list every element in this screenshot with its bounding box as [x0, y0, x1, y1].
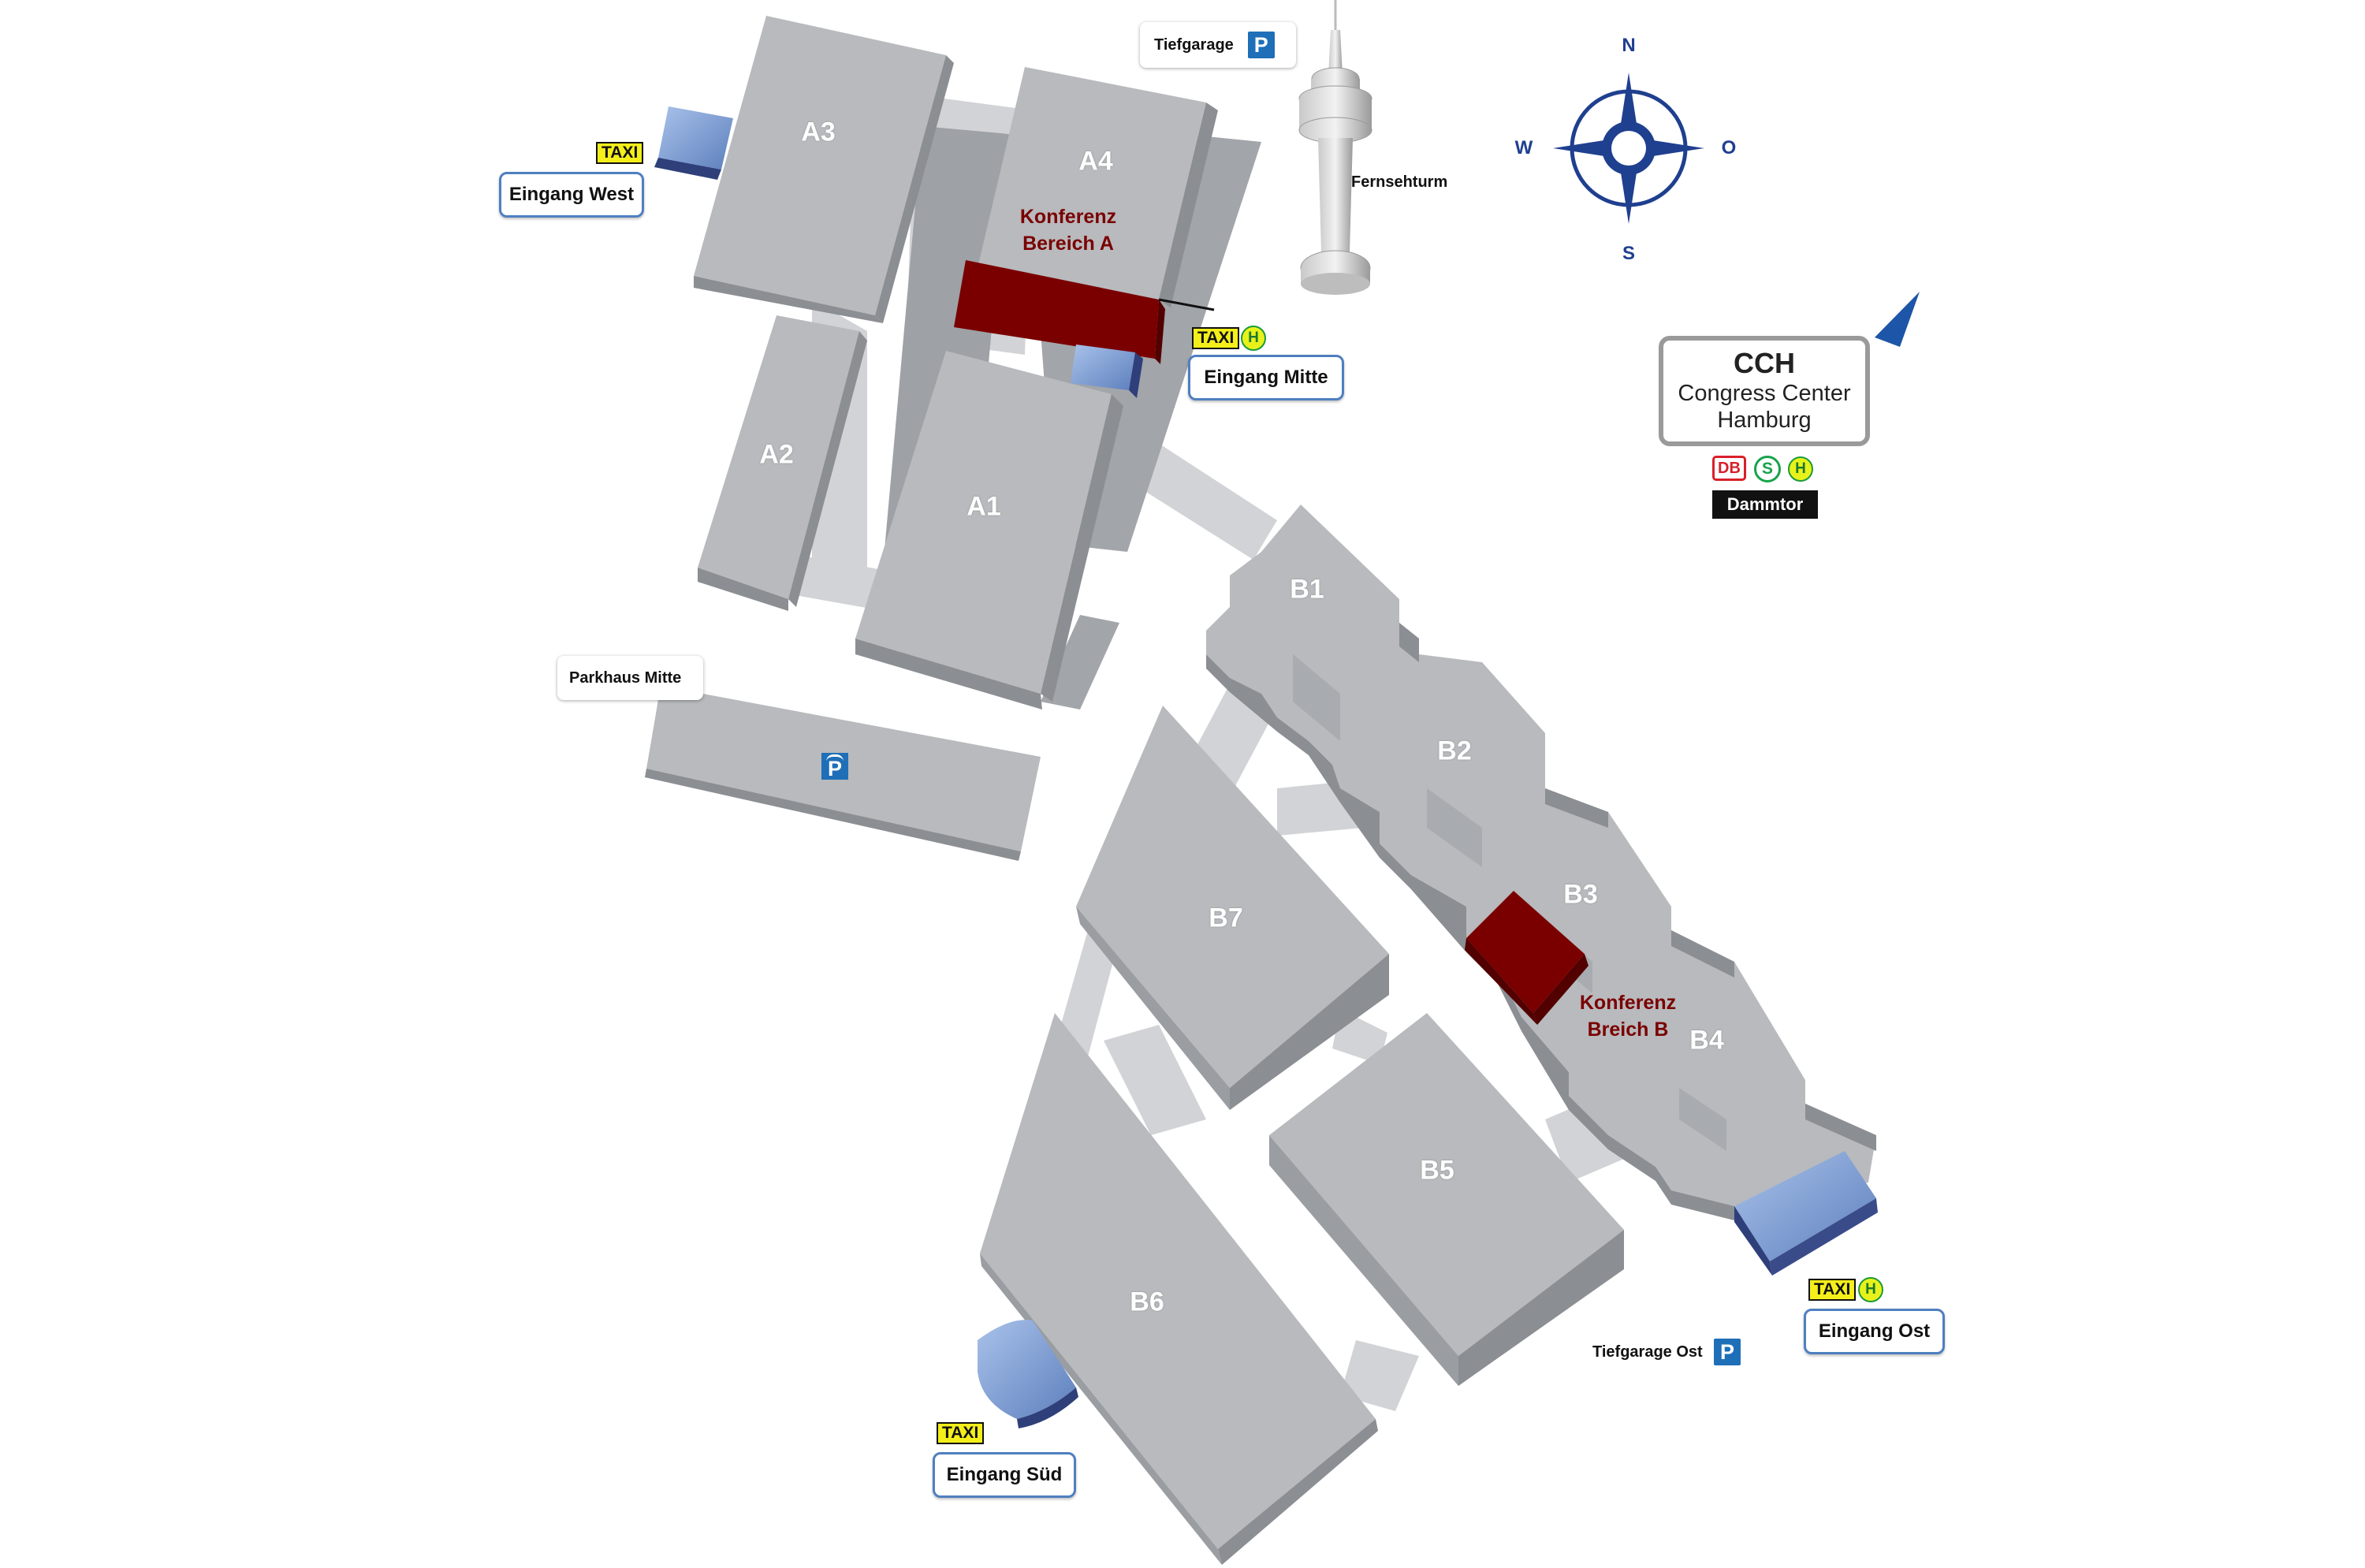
hall-b5[interactable]	[1269, 1013, 1624, 1386]
hall-label-a1: A1	[966, 491, 1001, 522]
bus-stop-mitte-icon: H	[1241, 326, 1266, 351]
cch-abbr: CCH	[1734, 347, 1795, 379]
parking-ost-icon-letter: P	[1719, 1339, 1734, 1364]
entrance-ost-building	[1734, 1151, 1878, 1276]
fernsehturm-illustration	[1298, 0, 1372, 295]
conference-a-line1: Konferenz	[1019, 206, 1117, 228]
bus-stop-ost-icon: H	[1858, 1277, 1883, 1302]
hall-a1[interactable]	[855, 351, 1123, 710]
compass-west-label: W	[1514, 137, 1533, 158]
parkhaus-mitte-callout[interactable]: Parkhaus Mitte	[557, 656, 703, 700]
conference-area-a[interactable]	[954, 260, 1165, 364]
tiefgarage-label: Tiefgarage	[1154, 35, 1234, 54]
hall-label-a3: A3	[801, 117, 836, 147]
cch-name-line1: Congress Center	[1678, 381, 1851, 406]
hall-label-b3: B3	[1563, 879, 1598, 910]
entrance-mitte-label[interactable]: Eingang Mitte	[1188, 355, 1344, 400]
db-icon: DB	[1712, 456, 1746, 481]
tiefgarage-callout[interactable]: Tiefgarage P	[1140, 22, 1296, 68]
bus-stop-dammtor-icon: H	[1788, 456, 1813, 482]
conference-b-label: Konferenz Breich B	[1580, 989, 1676, 1043]
compass-rose	[1553, 73, 1704, 224]
corridor-b6-b5-south	[1340, 1340, 1419, 1411]
hall-b7[interactable]	[1076, 706, 1389, 1110]
taxi-west-icon: TAXI	[596, 142, 644, 164]
hall-label-b2: B2	[1437, 736, 1472, 766]
hall-a3[interactable]	[694, 16, 954, 323]
taxi-ost-icon: TAXI	[1808, 1279, 1857, 1301]
entrance-west-building	[654, 106, 733, 180]
entrance-sued-building	[978, 1320, 1078, 1428]
parking-garage-icon-letter: P	[827, 756, 842, 780]
cch-name-line2: Hamburg	[1717, 408, 1812, 433]
entrance-mitte-building	[1071, 345, 1143, 398]
hall-label-a4: A4	[1078, 146, 1113, 177]
station-dammtor-label[interactable]: Dammtor	[1712, 490, 1818, 519]
compass-east-label: O	[1721, 137, 1737, 158]
a1-shadow	[1041, 615, 1119, 710]
hall-label-b4: B4	[1689, 1025, 1724, 1056]
cch-logo-box: CCH Congress Center Hamburg	[1659, 336, 1870, 446]
conference-a-line2: Bereich A	[1022, 233, 1114, 255]
hall-a2[interactable]	[698, 315, 867, 611]
entrance-ost-label[interactable]: Eingang Ost	[1804, 1309, 1945, 1354]
taxi-sued-icon: TAXI	[937, 1422, 985, 1444]
direction-arrow-icon	[1875, 292, 1920, 347]
hall-label-a2: A2	[759, 439, 794, 470]
corridor-b6-b5	[1104, 1025, 1206, 1135]
hall-b6[interactable]	[980, 1013, 1378, 1565]
parking-icon-letter: P	[1253, 32, 1268, 57]
conference-area-b[interactable]	[1465, 891, 1588, 1025]
entrance-west-label[interactable]: Eingang West	[499, 172, 644, 218]
parking-ost-icon: P	[1714, 1339, 1741, 1365]
hall-label-b6: B6	[1130, 1287, 1164, 1317]
sbahn-icon: S	[1754, 456, 1781, 482]
hall-label-b1: B1	[1290, 574, 1324, 605]
parking-garage-icon: P	[821, 753, 848, 780]
compass-south-label: S	[1622, 243, 1636, 264]
parkhaus-mitte-label: Parkhaus Mitte	[569, 669, 682, 687]
compass-north-label: N	[1622, 35, 1636, 56]
hall-a4[interactable]	[978, 67, 1218, 307]
hall-label-b7: B7	[1209, 903, 1243, 933]
corridor-b7-b6	[1056, 930, 1119, 1056]
taxi-mitte-icon: TAXI	[1192, 327, 1240, 349]
hall-label-b5: B5	[1420, 1155, 1454, 1186]
parking-icon: P	[1247, 32, 1275, 58]
conference-b-line1: Konferenz	[1579, 992, 1677, 1014]
conference-b-line2: Breich B	[1587, 1019, 1669, 1041]
entrance-sued-label[interactable]: Eingang Süd	[933, 1452, 1076, 1498]
fernsehturm-label: Fernsehturm	[1351, 173, 1448, 191]
tiefgarage-ost-label: Tiefgarage Ost	[1592, 1343, 1703, 1361]
conference-a-label: Konferenz Bereich A	[1020, 203, 1116, 257]
